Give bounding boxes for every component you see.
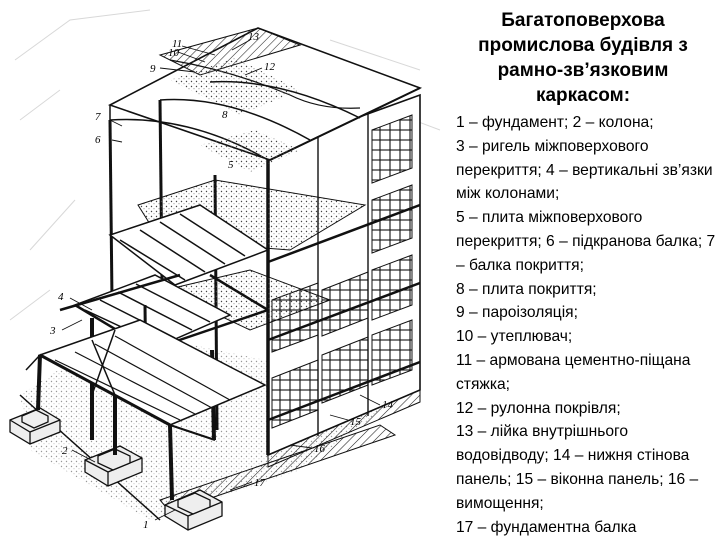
callout-2: 2	[62, 445, 68, 457]
legend-item: 10 – утеплювач;	[456, 328, 573, 346]
legend-item: 5 – плита міжповерхового перекриття; 6 –…	[456, 209, 716, 274]
foundations	[9, 407, 223, 531]
legend-list: 1 – фундамент; 2 – колона; 3 – ригель мі…	[456, 111, 718, 539]
callout-numbers: 1 2 3 4 5 6 7 8 9 10 11 12 13 14 15 16 1…	[49, 31, 394, 531]
callout-8: 8	[222, 109, 228, 121]
callout-16: 16	[314, 443, 326, 455]
legend-item: 3 – ригель міжповерхового перекриття; 4 …	[456, 137, 713, 203]
callout-11: 11	[172, 38, 182, 50]
middle-frame	[59, 204, 332, 352]
legend-item: 9 – пароізоляція;	[456, 304, 578, 322]
callout-3: 3	[49, 325, 56, 337]
callout-10: 10	[168, 47, 180, 59]
callout-14: 14	[382, 399, 394, 411]
legend-item: 17 – фундаментна балка	[456, 518, 637, 536]
legend-item: 11 – армована цементно-піщана стяжка;	[456, 351, 691, 393]
legend-item: 13 – лійка внутрішнього водовідводу; 14 …	[456, 423, 699, 512]
background-sketch	[9, 9, 441, 321]
callout-13: 13	[248, 31, 260, 43]
right-facade	[267, 93, 421, 468]
callout-15: 15	[350, 416, 362, 428]
legend-item: 12 – рулонна покрівля;	[456, 399, 621, 417]
lower-frame	[25, 304, 267, 501]
callout-7: 7	[95, 111, 101, 123]
callout-17: 17	[254, 477, 266, 489]
diagram-title: Багатоповерхова промислова будівля з рам…	[478, 10, 688, 106]
legend-item: 8 – плита покриття;	[456, 280, 597, 298]
building-frame-drawing: 1 2 3 4 5 6 7 8 9 10 11 12 13 14 15 16 1…	[9, 9, 441, 531]
callout-4: 4	[58, 291, 64, 303]
callout-12: 12	[264, 61, 276, 73]
callout-9: 9	[150, 63, 156, 75]
callout-6: 6	[95, 134, 101, 146]
legend-item: 1 – фундамент; 2 – колона;	[456, 114, 654, 131]
callout-1: 1	[143, 519, 149, 531]
callout-leaders	[61, 39, 381, 521]
callout-5: 5	[228, 159, 234, 171]
